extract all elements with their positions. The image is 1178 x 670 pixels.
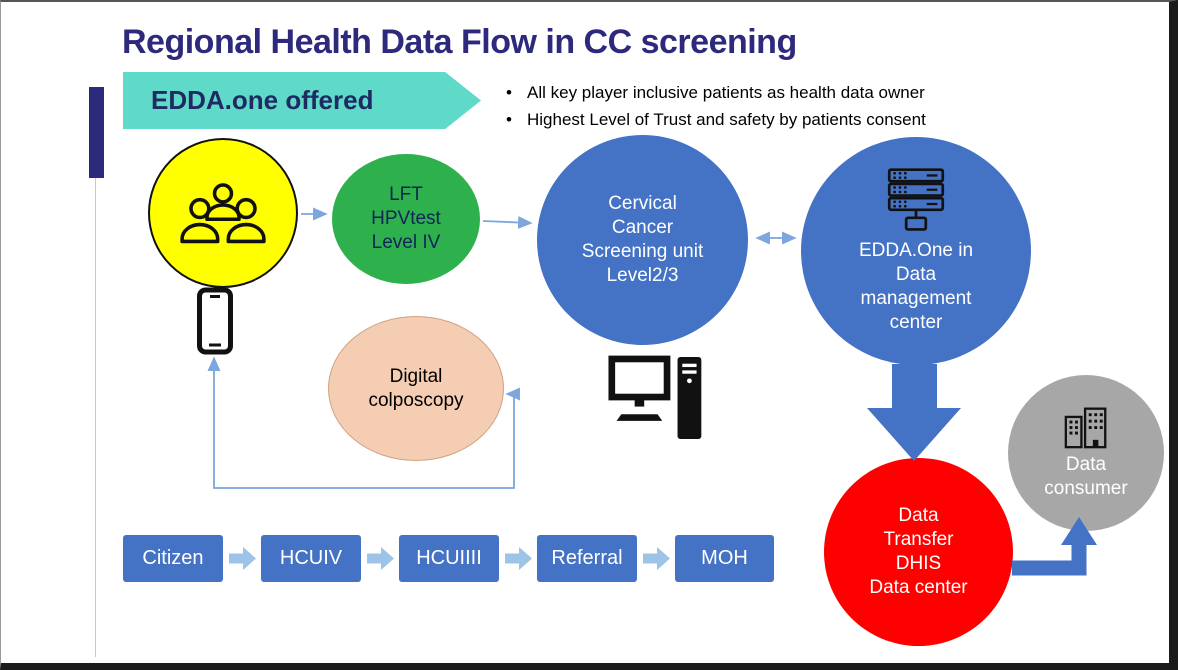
chain-item-hcuiii: HCUIIII <box>399 535 499 582</box>
data-consumer-node: Data consumer <box>1008 375 1164 531</box>
chain-item-citizen: Citizen <box>123 535 223 582</box>
buildings-icon <box>1064 407 1107 449</box>
people-icon <box>180 183 266 244</box>
bullet-item: Highest Level of Trust and safety by pat… <box>501 109 1021 131</box>
page-title: Regional Health Data Flow in CC screenin… <box>122 23 797 61</box>
edda-label: EDDA.One in Data management center <box>858 240 974 333</box>
chain-label: Citizen <box>142 547 204 569</box>
dhis-label: Data Transfer DHIS Data center <box>869 505 968 598</box>
edda-node: EDDA.One in Data management center <box>801 137 1031 365</box>
left-guide-line <box>95 178 96 657</box>
chain-item-referral: Referral <box>537 535 637 582</box>
arrow-dhis-to-consumer <box>1012 543 1087 576</box>
lft-hpv-label: LFT HPVtest Level IV <box>371 184 441 253</box>
edda-offered-banner: EDDA.one offered <box>123 72 481 129</box>
chain-label: HCUIV <box>279 547 343 569</box>
screening-unit-node: Cervical Cancer Screening unit Level2/3 <box>537 135 748 345</box>
accent-bar <box>89 87 104 178</box>
lft-hpv-node: LFT HPVtest Level IV <box>332 154 480 284</box>
right-arrow-icon <box>229 547 256 570</box>
chain-item-hcuiv: HCUIV <box>261 535 361 582</box>
right-arrow-icon <box>643 547 670 570</box>
chain-item-moh: MOH <box>675 535 774 582</box>
bullet-item: All key player inclusive patients as hea… <box>501 82 1021 104</box>
server-rack-icon <box>887 168 945 231</box>
chain-label: HCUIIII <box>416 547 482 569</box>
bullet-list: All key player inclusive patients as hea… <box>501 82 1021 137</box>
right-arrow-icon <box>367 547 394 570</box>
connector-lft-to-screening <box>482 215 533 229</box>
colposcopy-node: Digital colposcopy <box>328 316 504 461</box>
desktop-computer-icon <box>608 354 708 442</box>
dhis-node: Data Transfer DHIS Data center <box>824 458 1013 646</box>
right-arrow-icon <box>505 547 532 570</box>
screening-unit-label: Cervical Cancer Screening unit Level2/3 <box>581 193 704 286</box>
chain-label: MOH <box>701 547 748 569</box>
patients-node <box>148 138 298 288</box>
smartphone-icon <box>196 287 234 355</box>
chain-label: Referral <box>551 547 623 569</box>
edda-offered-label: EDDA.one offered <box>151 85 374 115</box>
data-consumer-label: Data consumer <box>1044 454 1128 499</box>
arrow-edda-to-dhis <box>867 364 961 461</box>
colposcopy-label: Digital colposcopy <box>368 365 464 411</box>
